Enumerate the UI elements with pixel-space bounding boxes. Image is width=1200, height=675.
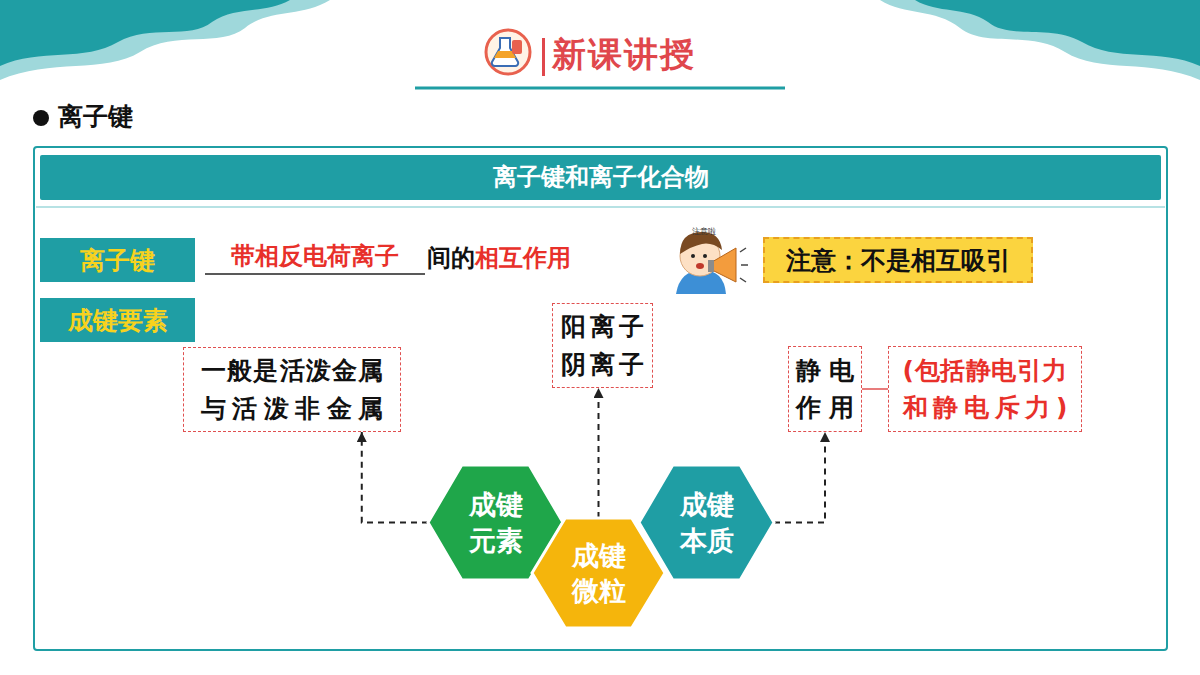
wave-decor bbox=[915, 0, 1200, 66]
title-underline bbox=[415, 87, 785, 90]
dashed-box: 阳离子 阴离子 bbox=[552, 303, 653, 388]
connector bbox=[774, 432, 825, 523]
panel-header: 离子键和离子化合物 bbox=[40, 155, 1161, 200]
node-text: 离子键 bbox=[80, 244, 155, 277]
node-text: 注意：不是相互吸引 bbox=[786, 244, 1011, 277]
section-heading: 离子键 bbox=[58, 100, 133, 133]
lab-icon bbox=[486, 30, 530, 74]
node-text: (包括静电引力 和静电斥力) bbox=[903, 352, 1068, 427]
dashed-box: 静电 作用 bbox=[788, 346, 862, 432]
wave-decor bbox=[880, 0, 1200, 80]
dashed-box: (包括静电引力 和静电斥力) bbox=[888, 346, 1082, 432]
definition-text: 间的 bbox=[427, 242, 475, 274]
hexagon: 成键 微粒 bbox=[532, 518, 665, 628]
node-text: 成键 微粒 bbox=[567, 538, 629, 608]
node-text: 成键要素 bbox=[68, 304, 168, 337]
page-title: 新课讲授 bbox=[552, 32, 696, 78]
node-text: 成键 本质 bbox=[675, 487, 737, 557]
cartoon-person bbox=[676, 232, 748, 294]
node-text: 成键 元素 bbox=[464, 487, 526, 557]
blank-underline bbox=[205, 273, 425, 275]
wave-decor bbox=[0, 0, 330, 80]
cartoon-caption: 注意啦 bbox=[692, 226, 716, 237]
note-callout: 注意：不是相互吸引 bbox=[763, 237, 1033, 283]
content-panel: 离子键和离子化合物离子键成键要素 注意：不是相互吸引一般是活泼金属 与活泼非金属 阳… bbox=[33, 146, 1168, 651]
divider bbox=[36, 206, 1165, 208]
label-tag: 离子键 bbox=[40, 238, 195, 282]
connector bbox=[362, 432, 428, 523]
label-tag: 成键要素 bbox=[40, 298, 195, 342]
bullet bbox=[33, 110, 49, 126]
hexagon-fill bbox=[639, 465, 774, 580]
wave-decor bbox=[0, 0, 290, 66]
connector bbox=[598, 388, 600, 518]
title-bar bbox=[542, 38, 545, 76]
node-text: 阳离子 阴离子 bbox=[561, 308, 644, 383]
connector bbox=[862, 388, 888, 390]
dashed-box: 一般是活泼金属 与活泼非金属 bbox=[183, 347, 401, 432]
node-text: 一般是活泼金属 与活泼非金属 bbox=[201, 352, 384, 427]
answer-text: 带相反电荷离子 bbox=[205, 240, 425, 272]
node-text: 静电 作用 bbox=[796, 352, 854, 427]
key-term: 相互作用 bbox=[475, 242, 571, 274]
hexagon-shape bbox=[532, 518, 665, 628]
